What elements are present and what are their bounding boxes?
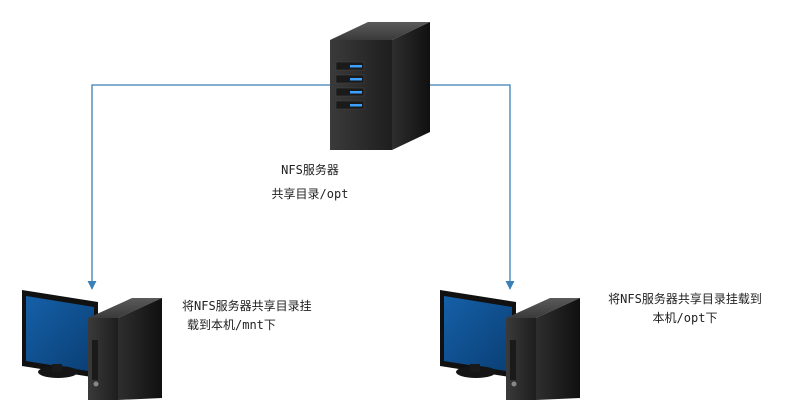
client-right-label-line1: 将NFS服务器共享目录挂载到 bbox=[608, 292, 762, 306]
monitor-left bbox=[22, 290, 98, 378]
server-label: NFS服务器 共享目录/opt bbox=[250, 161, 370, 204]
connector-right bbox=[428, 84, 515, 290]
monitor-right bbox=[440, 290, 516, 378]
server-tower-icon bbox=[330, 22, 430, 150]
client-left-label-line2: 载到本机/mnt下 bbox=[187, 318, 276, 332]
server-label-name: NFS服务器 bbox=[281, 163, 339, 177]
pc-tower-right bbox=[506, 298, 580, 400]
desktop-computer-icon-right bbox=[440, 290, 580, 400]
server-label-share: 共享目录/opt bbox=[271, 187, 349, 201]
client-right-label: 将NFS服务器共享目录挂载到 本机/opt下 bbox=[590, 290, 780, 328]
client-left-label: 将NFS服务器共享目录挂 载到本机/mnt下 bbox=[182, 297, 312, 335]
client-right-label-line2: 本机/opt下 bbox=[652, 311, 718, 325]
pc-tower-left bbox=[88, 298, 162, 400]
desktop-computer-icon-left bbox=[22, 290, 162, 400]
server-led-indicators bbox=[350, 65, 362, 107]
client-left-label-line1: 将NFS服务器共享目录挂 bbox=[182, 299, 312, 313]
connector-left bbox=[87, 84, 330, 290]
